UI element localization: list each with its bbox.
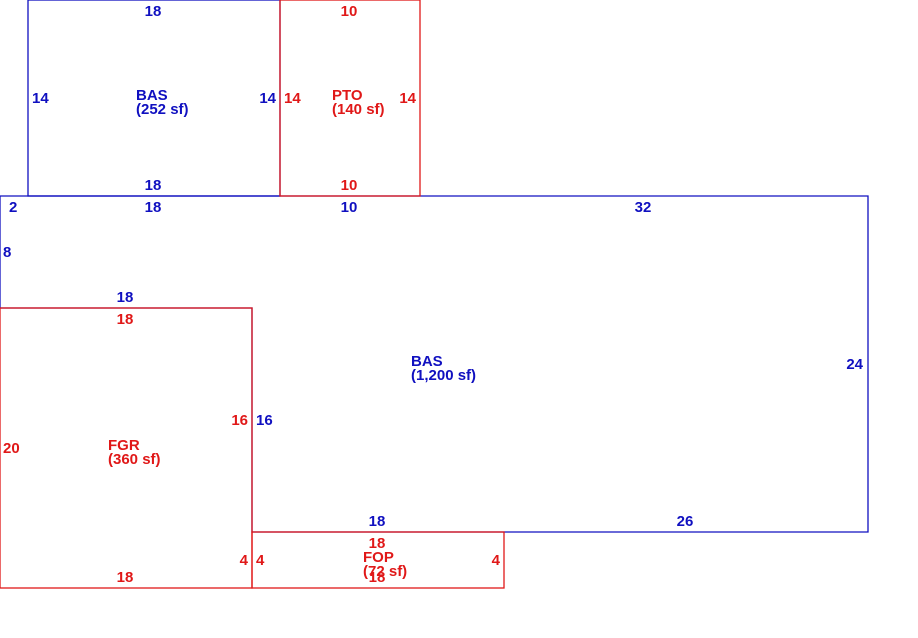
dim-main-top-d: 32 — [635, 199, 652, 216]
fgr-name: FGR — [108, 437, 140, 454]
dim-fop-left: 4 — [256, 552, 265, 569]
fop-size: (72 sf) — [363, 563, 407, 580]
dim-pto-right: 14 — [399, 90, 416, 107]
dim-fgr-right-lower: 4 — [240, 552, 249, 569]
dim-fop-bottom: 18 — [369, 569, 386, 586]
dim-fop-top: 18 — [369, 535, 386, 552]
pto-size: (140 sf) — [332, 101, 385, 118]
dim-pto-top: 10 — [341, 3, 358, 20]
dim-main-right: 24 — [846, 356, 863, 373]
dim-main-top-c: 10 — [341, 199, 358, 216]
dim-bas-upper-right: 14 — [259, 90, 276, 107]
dim-main-top-b: 18 — [145, 199, 162, 216]
dim-main-top-a: 2 — [9, 199, 17, 216]
fgr-outline — [0, 307, 253, 589]
fop-name: FOP — [363, 549, 394, 566]
dim-fgr-top: 18 — [117, 311, 134, 328]
dim-pto-left: 14 — [284, 90, 301, 107]
fgr-size: (360 sf) — [108, 451, 161, 468]
dim-main-left: 8 — [3, 244, 11, 261]
bas-upper-size: (252 sf) — [136, 101, 189, 118]
dim-main-inner-left: 16 — [256, 412, 273, 429]
dim-bas-upper-left: 14 — [32, 90, 49, 107]
dim-main-bottom-a: 18 — [369, 513, 386, 530]
dim-fgr-right-upper: 16 — [231, 412, 248, 429]
dim-fop-right: 4 — [492, 552, 501, 569]
dim-main-step: 18 — [117, 289, 134, 306]
fop-outline — [251, 531, 505, 589]
dim-bas-upper-top: 18 — [145, 3, 162, 20]
pto-outline — [279, 0, 421, 197]
dim-fgr-bottom: 18 — [117, 569, 134, 586]
bas-main-name: BAS — [411, 353, 443, 370]
pto-name: PTO — [332, 87, 363, 104]
dim-pto-bottom: 10 — [341, 177, 358, 194]
dim-main-bottom-b: 26 — [677, 513, 694, 530]
bas-upper-name: BAS — [136, 87, 168, 104]
dim-bas-upper-bottom: 18 — [145, 177, 162, 194]
bas-main-size: (1,200 sf) — [411, 367, 476, 384]
dim-fgr-left: 20 — [3, 440, 20, 457]
